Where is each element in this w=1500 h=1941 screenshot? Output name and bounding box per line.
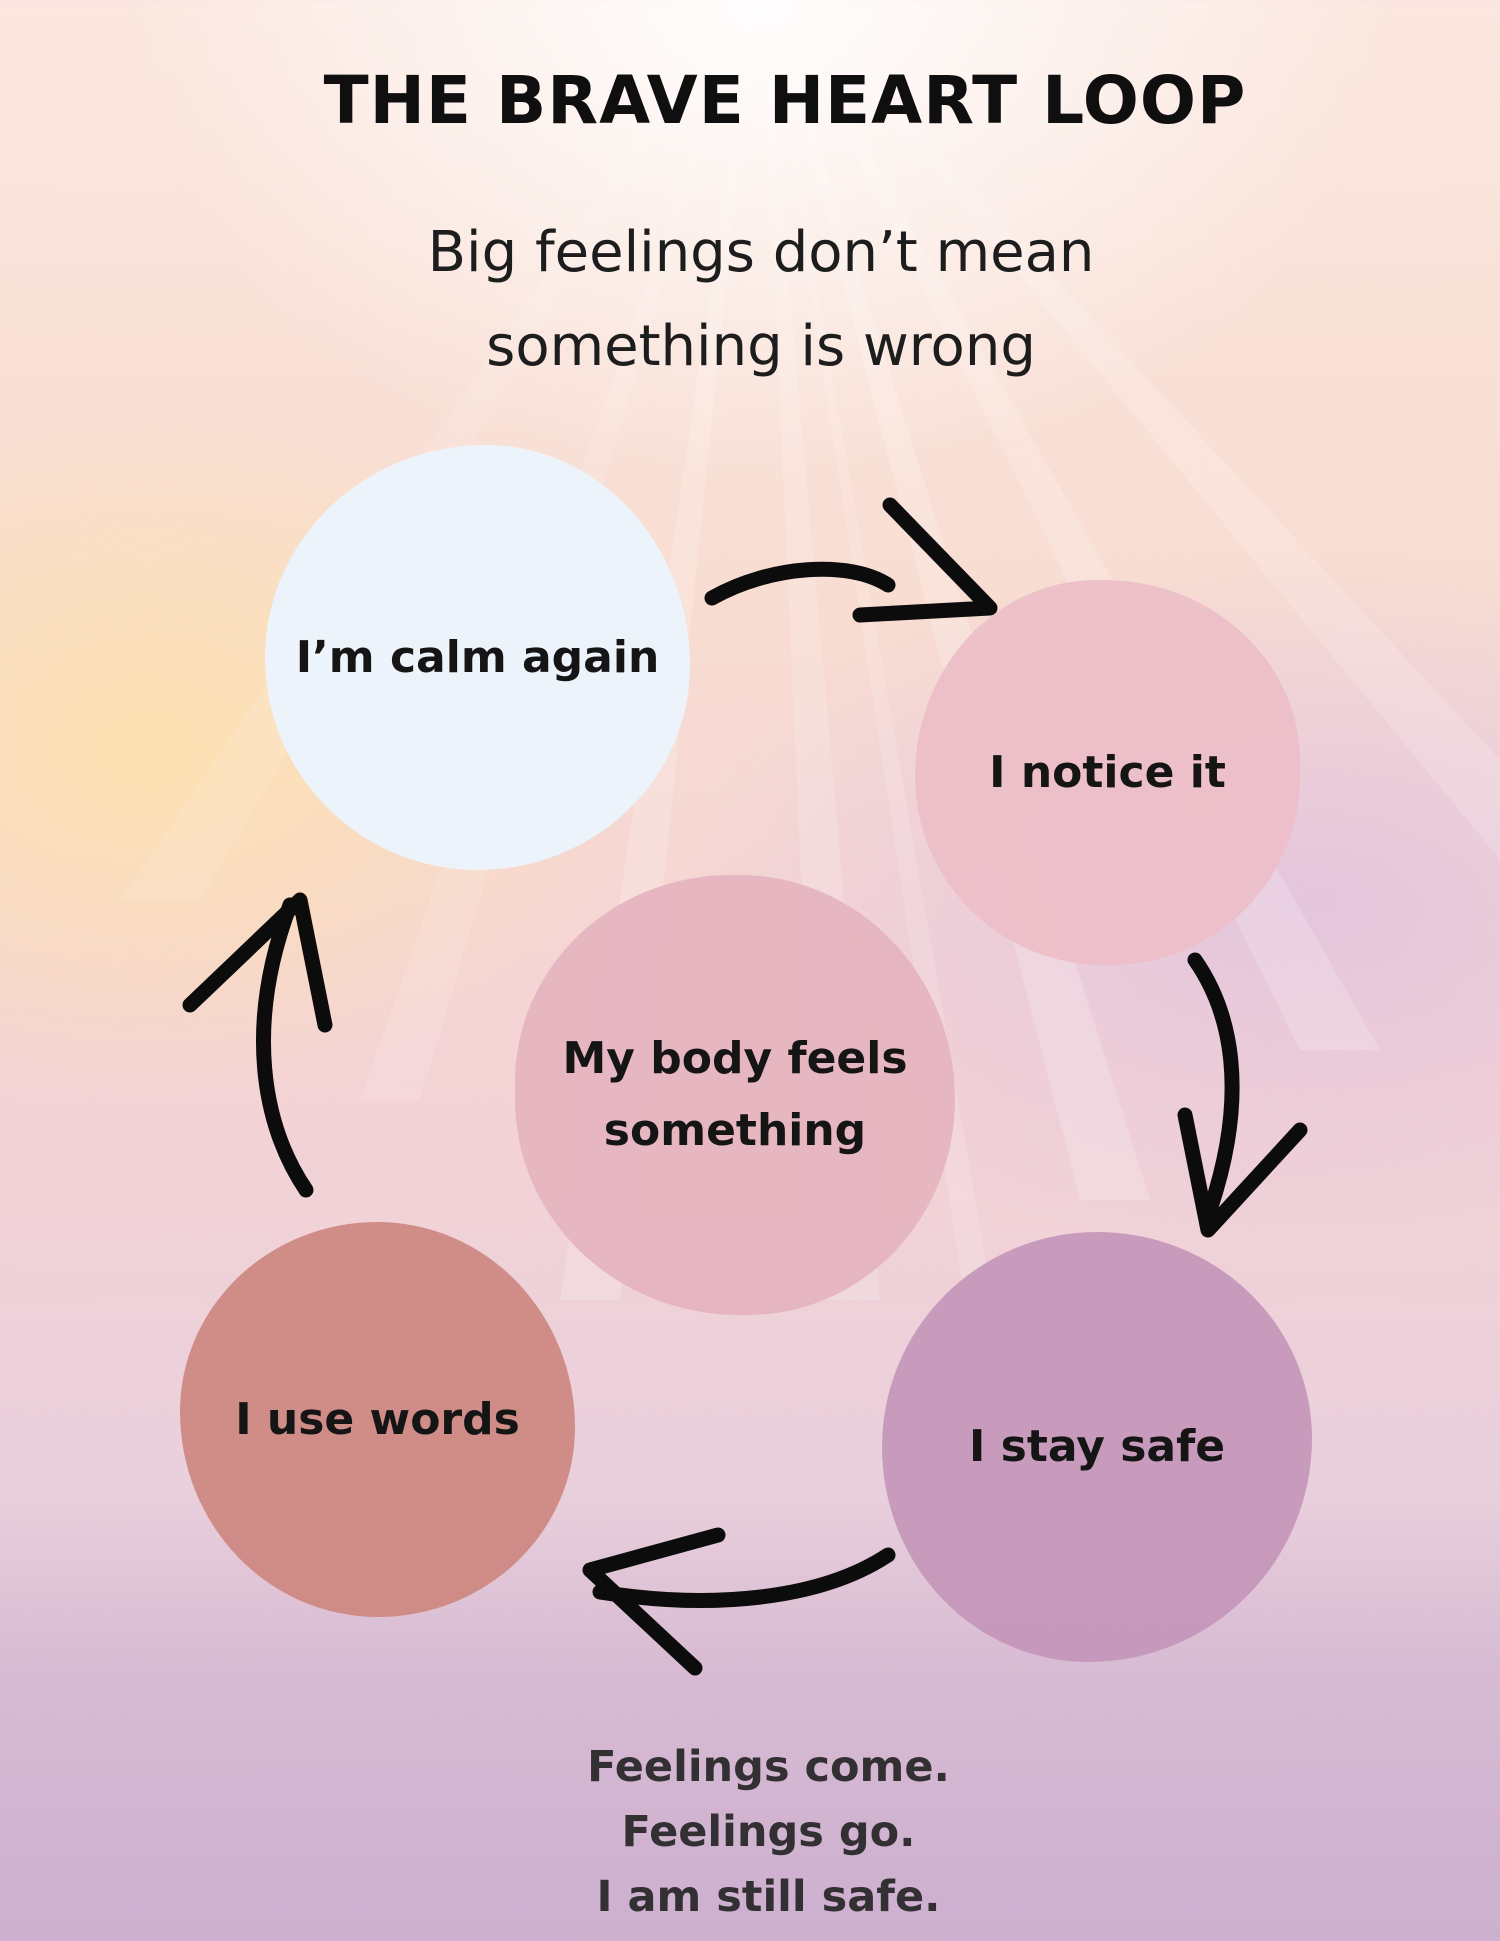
arrow-safe-to-words <box>582 1527 896 1676</box>
footer-line-2: Feelings go. <box>621 1807 916 1857</box>
page-subtitle: Big feelings don’t mean something is wro… <box>427 220 1095 379</box>
page-title: THE BRAVE HEART LOOP <box>323 62 1247 139</box>
arrow-words-to-calm <box>182 892 333 1198</box>
footer-line-3: I am still safe. <box>596 1872 941 1922</box>
footer-line-1: Feelings come. <box>587 1742 950 1792</box>
loop-node-notice: I notice it <box>915 580 1300 965</box>
arrow-calm-to-notice <box>704 497 998 623</box>
loop-node-body: My body feels something <box>515 875 955 1315</box>
footer-affirmation: Feelings come. Feelings go. I am still s… <box>0 1735 1500 1930</box>
loop-node-calm: I’m calm again <box>265 445 690 870</box>
loop-node-safe: I stay safe <box>882 1232 1312 1662</box>
loop-node-words: I use words <box>180 1222 575 1617</box>
arrow-notice-to-safe <box>1177 952 1308 1238</box>
